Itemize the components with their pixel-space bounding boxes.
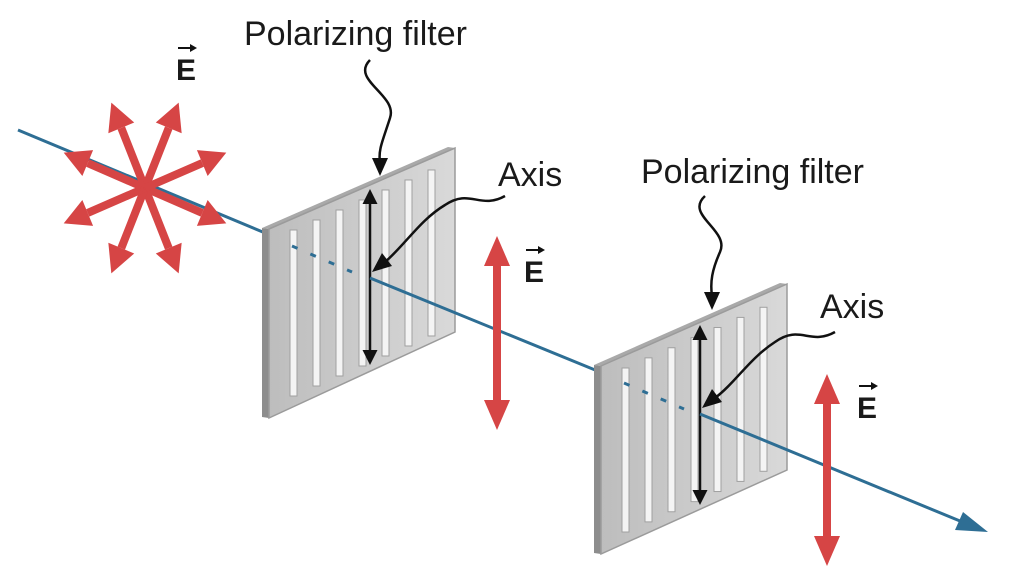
- filter-2-label: Polarizing filter: [641, 153, 864, 191]
- filter-1-pointer: [363, 59, 393, 163]
- axis-1-pointer: [384, 194, 506, 263]
- e-vector-label-1: E: [176, 44, 197, 87]
- axis-2-pointer: [714, 330, 836, 399]
- polarizing-filter-1: [262, 146, 456, 420]
- filter-2-pointer: [698, 195, 723, 297]
- svg-text:E: E: [176, 54, 196, 87]
- svg-text:E: E: [524, 256, 544, 289]
- svg-text:E: E: [857, 392, 877, 425]
- axis-2-label: Axis: [820, 288, 884, 326]
- polarizing-filter-2: [594, 282, 788, 556]
- e-vector-label-3: E: [857, 382, 878, 425]
- polarized-field-arrow-1: [484, 236, 510, 430]
- filter-1-label: Polarizing filter: [244, 15, 467, 53]
- polarized-field-arrow-2: [814, 374, 840, 566]
- axis-1-label: Axis: [498, 156, 562, 194]
- unpolarized-field-arrows: [63, 102, 227, 274]
- e-vector-label-2: E: [524, 246, 545, 289]
- light-beam-segment-2: [369, 276, 601, 374]
